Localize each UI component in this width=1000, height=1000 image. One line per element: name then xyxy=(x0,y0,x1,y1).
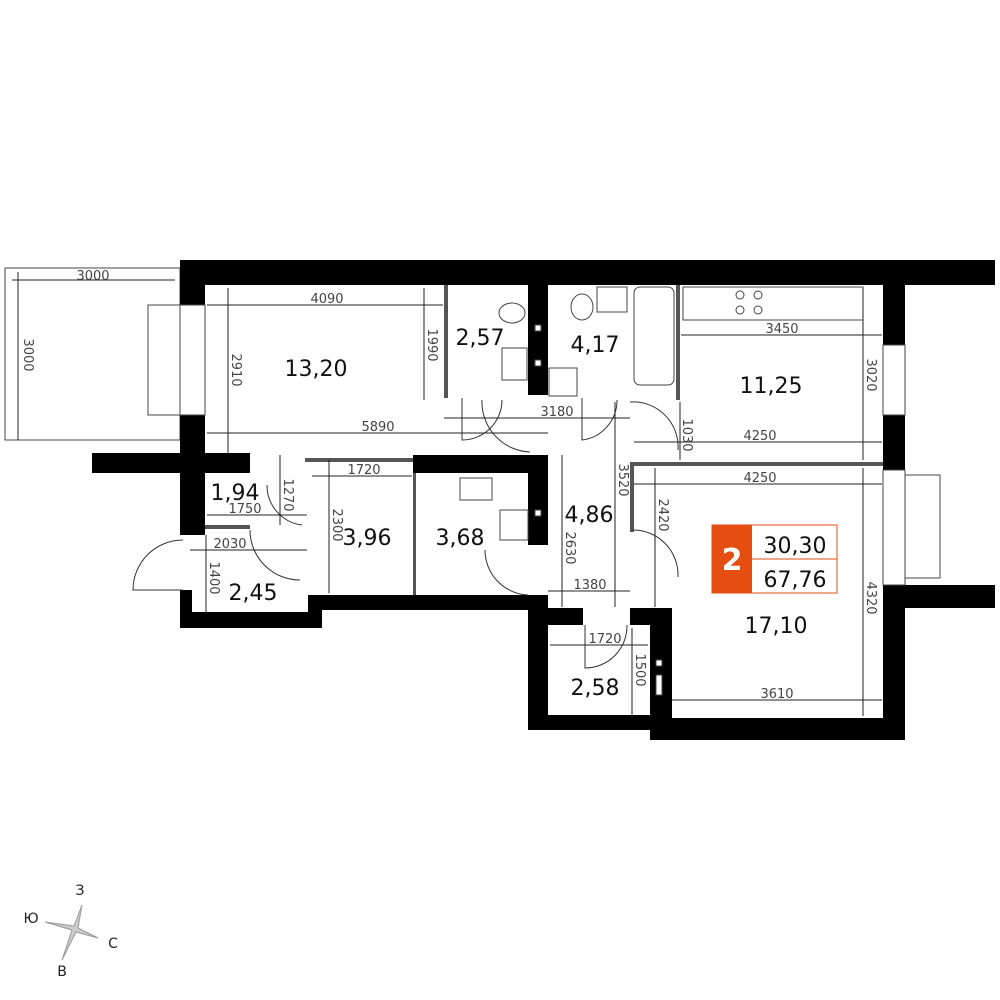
bathtub-icon xyxy=(633,286,675,386)
dim-kitchen-width: 3450 xyxy=(765,322,798,337)
dim-closet-height: 1500 xyxy=(632,653,647,686)
compass-label-w: Ю xyxy=(23,911,38,927)
room-area-corridor: 4,86 xyxy=(565,503,614,528)
dim-living-height: 2910 xyxy=(228,353,243,386)
washing-machine-icon xyxy=(499,509,529,541)
toilet-icon xyxy=(570,293,594,321)
windows xyxy=(179,304,941,586)
dimension-labels: 3000 3000 4090 2910 1990 5890 3180 3450 … xyxy=(20,269,878,702)
dim-door: 1030 xyxy=(679,418,694,451)
room-area-hall: 1,94 xyxy=(211,481,260,506)
dim-corridor-height-2: 2630 xyxy=(562,531,577,564)
room-area-storage: 3,96 xyxy=(343,526,392,551)
room-area-entry: 2,45 xyxy=(229,581,278,606)
compass-star-icon xyxy=(44,904,99,961)
dim-storage-height: 2300 xyxy=(329,508,344,541)
dim-bedroom-width-2: 3610 xyxy=(760,687,793,702)
kitchen-counter xyxy=(682,286,864,321)
washing-machine-icon xyxy=(548,367,578,397)
room-area-closet: 2,58 xyxy=(571,676,620,701)
dim-living-full: 5890 xyxy=(361,420,394,435)
balcony xyxy=(4,267,181,441)
dim-living-width: 4090 xyxy=(310,292,343,307)
compass-label-e: С xyxy=(108,936,118,952)
dim-corridor-height: 3520 xyxy=(615,463,630,496)
dim-bedroom-height-2: 2420 xyxy=(655,498,670,531)
dim-living-height-2: 1990 xyxy=(424,328,439,361)
sink-icon xyxy=(459,477,493,501)
dim-bedroom-height: 4320 xyxy=(863,581,878,614)
rooms-count: 2 xyxy=(722,543,743,578)
room-areas: 13,20 2,57 4,17 11,25 1,94 3,96 3,68 4,8… xyxy=(211,326,808,701)
room-area-bedroom: 17,10 xyxy=(745,614,808,639)
room-area-wc: 2,57 xyxy=(456,326,505,351)
room-area-bath-2: 3,68 xyxy=(436,526,485,551)
doors[interactable] xyxy=(132,398,679,669)
room-area-bathroom: 4,17 xyxy=(571,333,620,358)
dim-balcony-height: 3000 xyxy=(20,338,35,371)
stove-icon xyxy=(735,290,745,300)
compass-label-n: З xyxy=(76,883,85,899)
compass-label-s: В xyxy=(57,964,67,980)
dim-entry-height: 1400 xyxy=(206,561,221,594)
walls xyxy=(92,260,995,740)
dim-corridor-width-2: 1380 xyxy=(573,578,606,593)
toilet-icon xyxy=(498,302,526,324)
sink-icon xyxy=(596,286,628,313)
dim-balcony-width: 3000 xyxy=(76,269,109,284)
room-area-kitchen: 11,25 xyxy=(740,374,803,399)
dim-hall-width: 1750 xyxy=(228,502,261,517)
fixtures xyxy=(459,286,864,541)
dim-corridor-width: 3180 xyxy=(540,405,573,420)
total-area: 67,76 xyxy=(764,568,827,593)
sink-icon xyxy=(501,347,528,381)
dim-bedroom-width: 4250 xyxy=(743,471,776,486)
apartment-badge: 2 30,30 67,76 xyxy=(711,524,838,594)
dim-entry-width: 2030 xyxy=(213,537,246,552)
room-area-living: 13,20 xyxy=(285,357,348,382)
compass: З С В Ю xyxy=(23,883,118,980)
dim-hall-height: 1270 xyxy=(280,478,295,511)
dim-kitchen-height: 3020 xyxy=(863,358,878,391)
dim-closet-width: 1720 xyxy=(588,632,621,647)
dimension-lines xyxy=(190,288,882,716)
living-area: 30,30 xyxy=(764,534,827,559)
dim-storage-width: 1720 xyxy=(347,463,380,478)
dim-kitchen-width-2: 4250 xyxy=(743,429,776,444)
